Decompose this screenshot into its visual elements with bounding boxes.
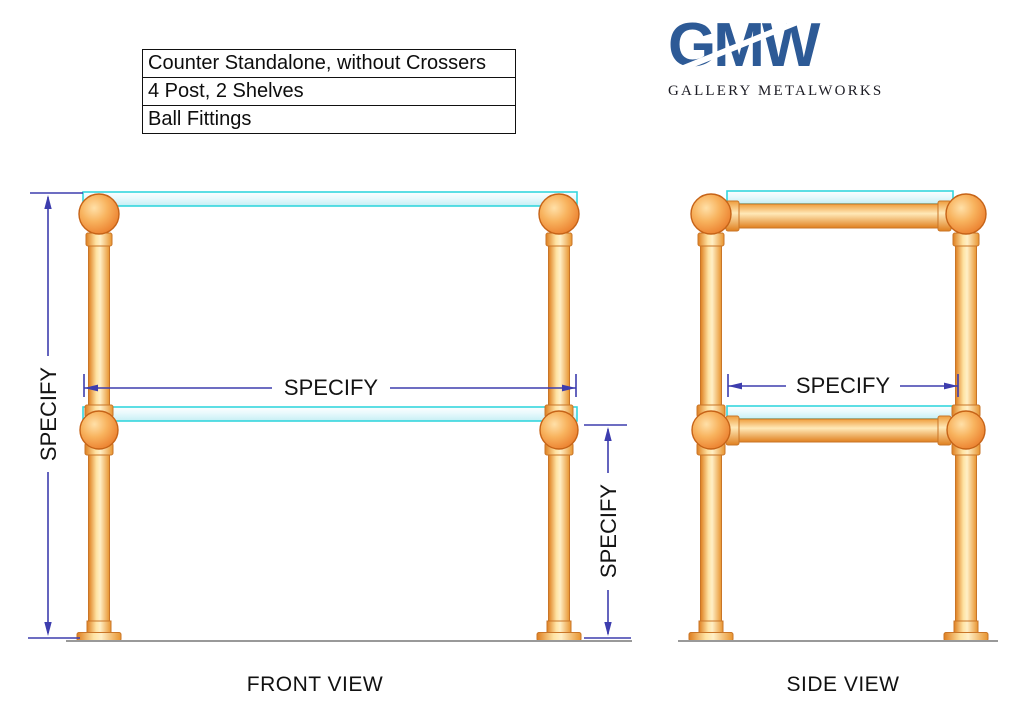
front-lower-height-arrow-down <box>604 622 612 636</box>
side-width-dimension-label: SPECIFY <box>796 373 890 398</box>
front-lower-height-arrow-up <box>604 427 612 441</box>
title-block-row-configuration: 4 Post, 2 Shelves <box>143 78 515 106</box>
side-width-arrow-right <box>944 382 958 390</box>
side-lower-rail <box>721 418 956 443</box>
front-view-label: FRONT VIEW <box>247 673 383 696</box>
side-right-top-collar <box>952 232 980 247</box>
front-top-shelf <box>82 191 578 207</box>
front-height-dimension-label: SPECIFY <box>36 367 61 461</box>
front-left-top-collar <box>85 232 113 247</box>
front-right-top-collar <box>545 232 573 247</box>
side-left-top-ball-fitting <box>690 193 732 235</box>
side-width-arrow-left <box>728 382 742 390</box>
front-left-top-ball-fitting <box>78 193 120 235</box>
title-block-row-fittings: Ball Fittings <box>148 108 252 130</box>
side-width-dimension <box>727 374 959 397</box>
side-top-shelf <box>726 190 954 205</box>
title-block: Counter Standalone, without Crossers 4 P… <box>142 49 516 134</box>
company-logo: GMW GALLERY METALWORKS <box>661 11 884 100</box>
company-name: GALLERY METALWORKS <box>668 83 884 99</box>
side-top-rail <box>721 203 956 229</box>
front-right-foot-base <box>536 632 582 642</box>
side-view-label: SIDE VIEW <box>786 673 899 696</box>
side-lower-shelf <box>726 405 954 420</box>
front-view <box>76 191 582 642</box>
front-width-dimension <box>83 374 577 397</box>
front-width-dimension-label: SPECIFY <box>284 375 378 400</box>
side-right-top-ball-fitting <box>945 193 987 235</box>
side-right-foot-base <box>943 632 989 642</box>
front-left-mid-ball-fitting <box>79 410 119 450</box>
front-height-arrow-up <box>44 195 52 209</box>
front-lower-height-dimension-label: SPECIFY <box>596 484 621 578</box>
title-block-row-product: Counter Standalone, without Crossers <box>143 50 515 78</box>
front-width-arrow-right <box>562 384 576 392</box>
front-lower-shelf <box>82 406 578 422</box>
front-left-foot-base <box>76 632 122 642</box>
side-left-foot-base <box>688 632 734 642</box>
front-right-mid-ball-fitting <box>539 410 579 450</box>
side-view <box>688 190 989 642</box>
gmw-logo-slash <box>661 13 812 80</box>
gmw-logo-mark: GMW <box>661 11 824 80</box>
side-left-mid-ball-fitting <box>691 410 731 450</box>
side-left-top-collar <box>697 232 725 247</box>
front-width-arrow-left <box>84 384 98 392</box>
front-height-arrow-down <box>44 622 52 636</box>
front-right-top-ball-fitting <box>538 193 580 235</box>
side-right-mid-ball-fitting <box>946 410 986 450</box>
front-height-dimension <box>28 192 83 639</box>
front-lower-height-dimension <box>584 424 631 639</box>
